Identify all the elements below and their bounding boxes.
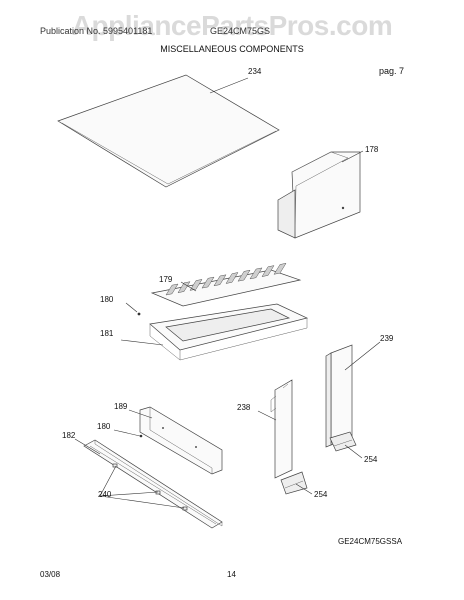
leader-178 (341, 150, 364, 163)
leader-254b (295, 483, 313, 495)
part-label-178: 178 (365, 145, 379, 154)
part-254-clip-lower[interactable] (280, 471, 308, 495)
grille-slot (177, 281, 191, 294)
part-178-duct[interactable] (277, 151, 361, 239)
leader-254a (344, 444, 363, 459)
part-181-tray-frame[interactable] (149, 303, 309, 361)
part-label-240: 240 (98, 490, 112, 499)
grille-slot (249, 267, 263, 280)
leader-180a (125, 302, 138, 313)
leader-189 (128, 409, 153, 419)
leader-179 (180, 281, 197, 292)
part-179-vent-grille[interactable] (150, 262, 302, 307)
part-180-screw-lower[interactable] (139, 434, 143, 438)
part-240-clips[interactable] (112, 463, 188, 511)
grille-slot (201, 276, 215, 289)
leader-234 (209, 77, 249, 94)
header-model: GE24CM75GS (210, 26, 271, 36)
part-label-189: 189 (114, 402, 128, 411)
part-label-179: 179 (159, 275, 173, 284)
leader-240c (99, 495, 185, 509)
section-title: MISCELLANEOUS COMPONENTS (160, 44, 304, 54)
part-label-180a: 180 (100, 295, 114, 304)
publication-number: Publication No. 5995401181 (40, 26, 153, 36)
grille-slot (237, 269, 251, 282)
grille-slot (225, 272, 239, 284)
part-label-239: 239 (380, 334, 394, 343)
part-label-254a: 254 (364, 455, 378, 464)
part-label-182: 182 (62, 431, 76, 440)
leader-240b (99, 491, 159, 497)
part-234-top-panel[interactable] (57, 74, 280, 188)
footer-page-number: 14 (227, 570, 236, 579)
part-239-side-panel[interactable] (325, 344, 353, 448)
grille-slot (165, 283, 179, 296)
part-label-238: 238 (237, 403, 251, 412)
model-code: GE24CM75GSSA (338, 537, 403, 546)
leader-239 (344, 341, 381, 371)
leader-181 (120, 339, 164, 346)
part-238-side-bracket[interactable] (270, 379, 293, 479)
part-label-180b: 180 (97, 422, 111, 431)
part-180-screw[interactable] (137, 312, 141, 316)
grille-slot (213, 274, 227, 287)
leader-180b (113, 429, 141, 437)
footer-date: 03/08 (40, 570, 61, 579)
part-label-254b: 254 (314, 490, 328, 499)
grille-slot (273, 262, 287, 275)
leader-240a (99, 465, 117, 497)
part-182-rail[interactable] (83, 439, 223, 529)
page-label: pag. 7 (379, 66, 405, 76)
part-label-234: 234 (248, 67, 262, 76)
part-189-front-panel[interactable] (139, 406, 223, 475)
leader-182 (74, 438, 101, 455)
leader-238 (257, 410, 277, 421)
part-254-clip-right[interactable] (329, 431, 357, 452)
part-label-181: 181 (100, 329, 114, 338)
grille-slot (261, 265, 275, 277)
